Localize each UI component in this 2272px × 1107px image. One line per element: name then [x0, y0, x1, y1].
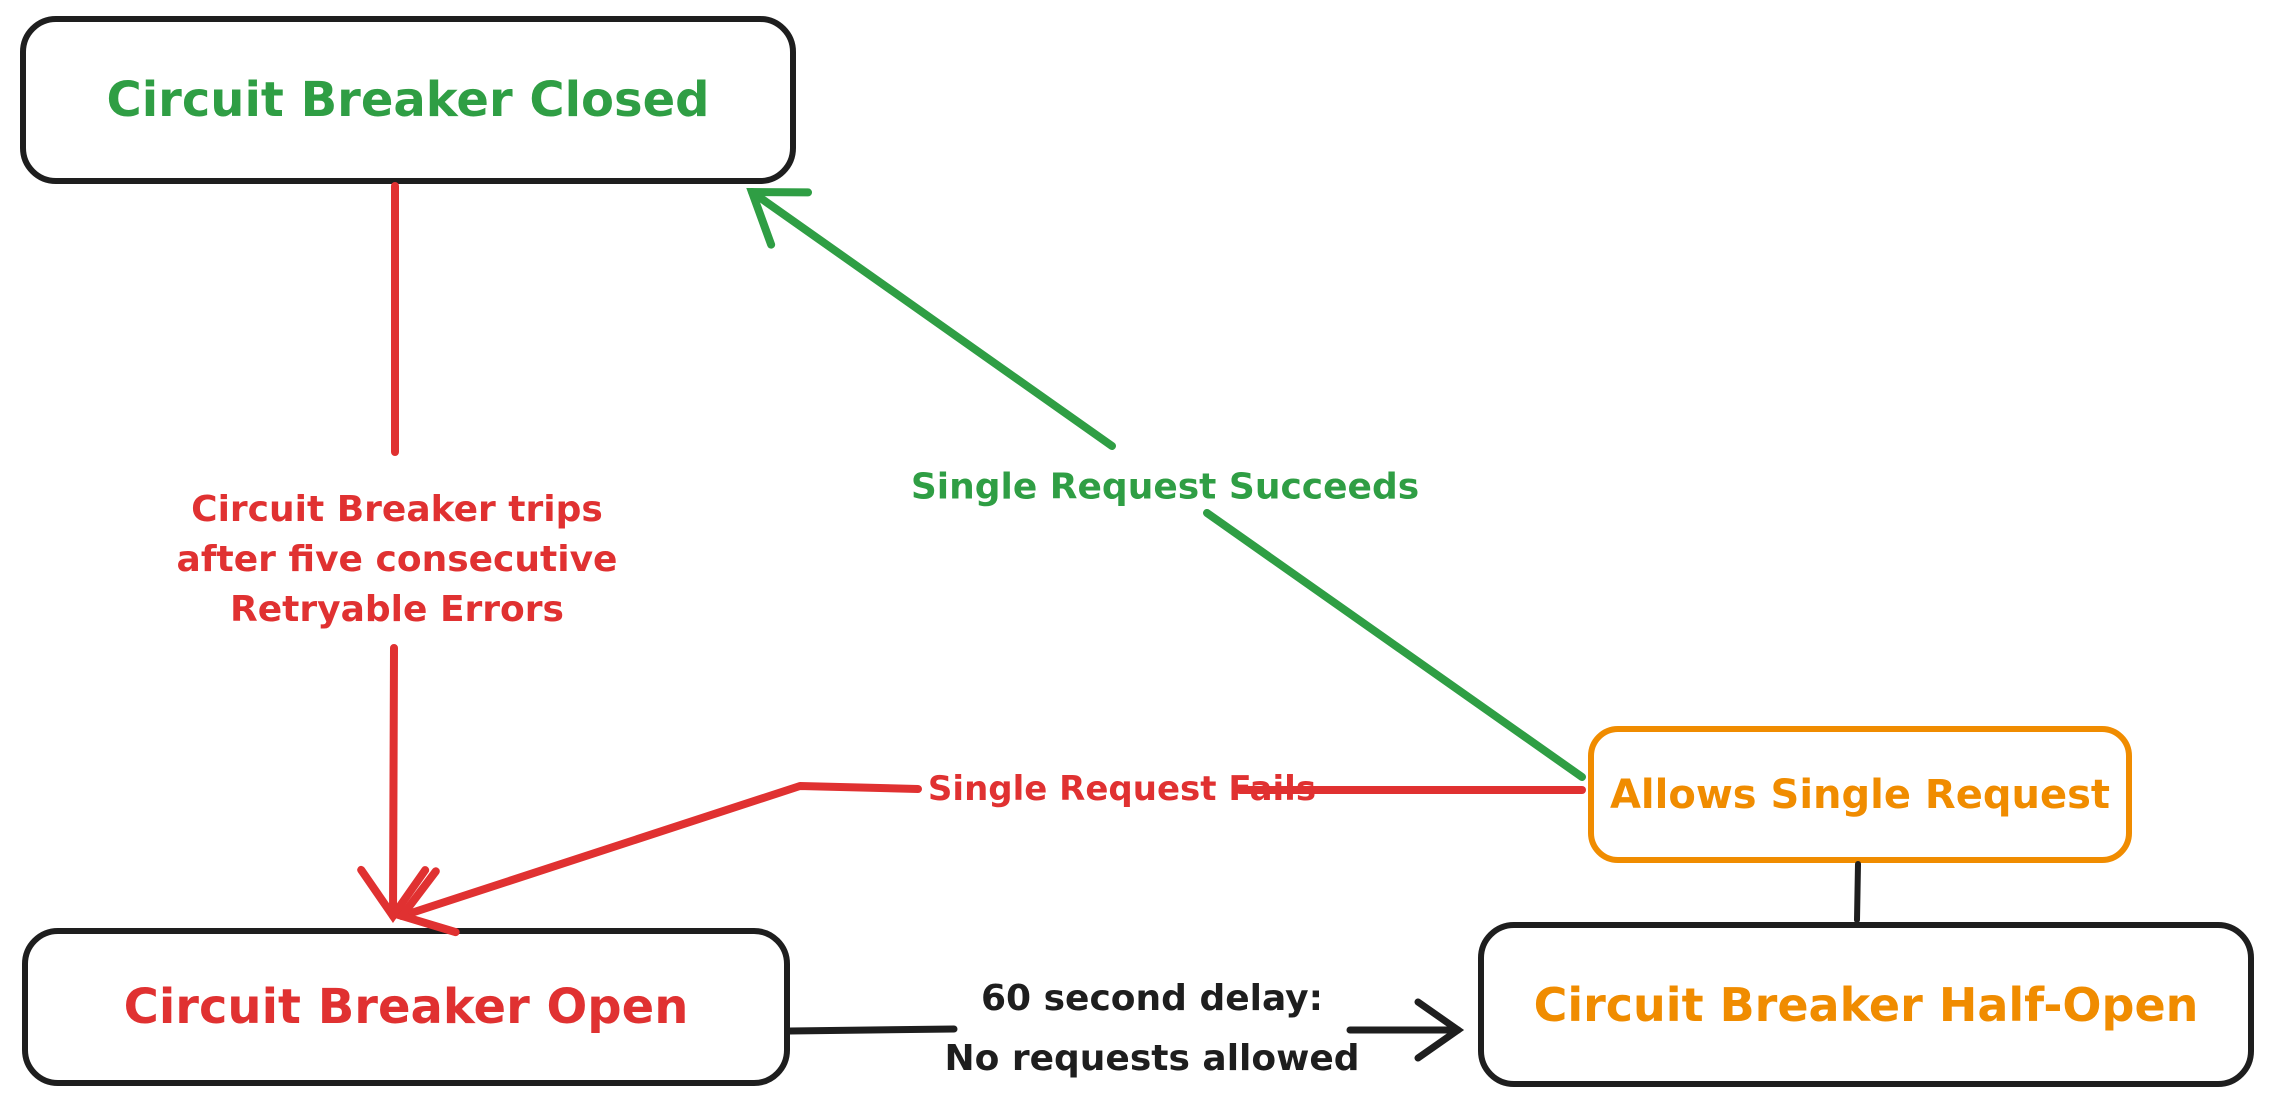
node-allows-single-request: Allows Single Request: [1588, 726, 2132, 863]
state-node-open: Circuit Breaker Open: [22, 928, 790, 1086]
edge-label-fails: Single Request Fails: [927, 769, 1317, 809]
edge-label-trips: Circuit Breaker trips after five consecu…: [177, 485, 618, 635]
edge-connector: [1854, 861, 1861, 923]
node-allows-single-request-label: Allows Single Request: [1609, 771, 2111, 818]
edge-label-trips-line3: Retryable Errors: [230, 589, 564, 630]
edge-label-trips-line2: after five consecutive: [176, 539, 618, 580]
edge-label-delay-line1: 60 second delay:: [980, 978, 1324, 1019]
edge-delay-left: [786, 1025, 958, 1035]
edge-label-delay-line2: No requests allowed: [944, 1038, 1360, 1079]
edge-succeeds-upper: [746, 187, 1116, 450]
edge-trips-lower: [357, 644, 430, 924]
state-node-closed: Circuit Breaker Closed: [20, 16, 796, 184]
edge-label-trips-line1: Circuit Breaker trips: [191, 489, 603, 530]
edge-fails-left: [395, 782, 922, 937]
state-node-closed-label: Circuit Breaker Closed: [106, 72, 710, 128]
state-node-open-label: Circuit Breaker Open: [123, 979, 689, 1035]
edge-succeeds-lower: [1203, 509, 1586, 781]
edge-label-delay: 60 second delay: No requests allowed: [944, 969, 1359, 1089]
edge-label-succeeds: Single Request Succeeds: [910, 466, 1420, 508]
state-node-half-open: Circuit Breaker Half-Open: [1478, 922, 2254, 1087]
state-node-half-open-label: Circuit Breaker Half-Open: [1533, 977, 2199, 1032]
